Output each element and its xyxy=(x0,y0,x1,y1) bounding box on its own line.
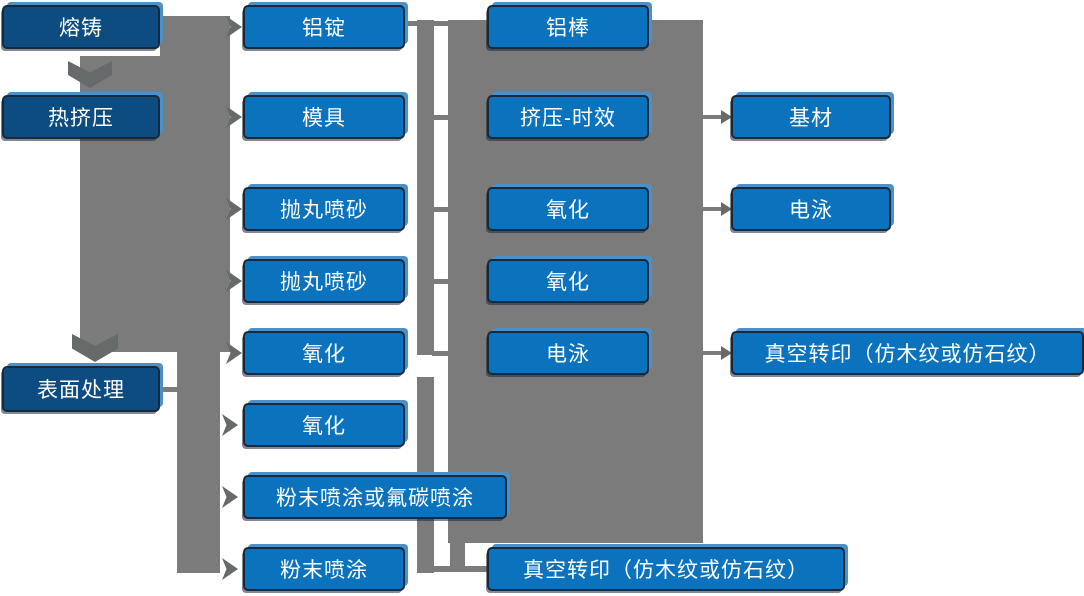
bottom-bar xyxy=(417,566,489,572)
arrow-to-electrophoresis-2 xyxy=(721,202,732,216)
flow-node-electrophoresis-2: 电泳 xyxy=(731,187,891,231)
left-band-top xyxy=(160,16,230,60)
flow-node-oxidation-2: 氧化 xyxy=(243,403,405,447)
arrow-to-base-material xyxy=(721,110,732,124)
arrow-to-powder-coating xyxy=(222,558,238,580)
flow-node-vacuum-transfer-print-bottom: 真空转印（仿木纹或仿石纹） xyxy=(487,547,845,591)
flow-node-vacuum-transfer-print-right: 真空转印（仿木纹或仿石纹） xyxy=(731,331,1084,375)
flow-node-powder-or-fluorocarbon-coating: 粉末喷涂或氟碳喷涂 xyxy=(243,475,507,519)
flow-node-surface-treatment: 表面处理 xyxy=(2,366,160,412)
flow-node-aluminum-ingot: 铝锭 xyxy=(243,5,405,49)
flow-node-electrophoresis-1: 电泳 xyxy=(487,331,649,375)
arrow-to-oxidation-2 xyxy=(222,414,238,436)
flow-node-hot-extrusion: 热挤压 xyxy=(2,95,160,139)
flow-node-melting-casting: 熔铸 xyxy=(2,5,160,49)
flow-node-oxidation-3: 氧化 xyxy=(487,187,649,231)
flow-node-aluminum-rod: 铝棒 xyxy=(487,5,649,49)
mid-stub-row4 xyxy=(432,279,450,284)
surface-treatment-stub xyxy=(158,387,179,392)
flow-node-mold: 模具 xyxy=(243,95,405,139)
flow-node-powder-coating: 粉末喷涂 xyxy=(243,547,405,591)
ingot-to-rack-stub xyxy=(405,21,450,26)
mid-stub-row2 xyxy=(432,115,450,120)
line-to-electrophoresis xyxy=(703,207,722,211)
flow-node-oxidation-4: 氧化 xyxy=(487,259,649,303)
mid-stub-row5 xyxy=(432,351,450,356)
left-band-lower xyxy=(177,352,220,573)
arrow-to-vacuum-print-right xyxy=(721,346,732,360)
flow-node-shot-blasting-2: 抛丸喷砂 xyxy=(243,259,405,303)
arrow-to-powder-or-fluorocarbon xyxy=(222,486,238,508)
rack-drop-strip xyxy=(450,530,465,572)
flow-node-base-material: 基材 xyxy=(731,95,891,139)
flow-node-extrusion-aging: 挤压-时效 xyxy=(487,95,649,139)
line-to-base-material xyxy=(703,115,722,119)
flow-node-oxidation-1: 氧化 xyxy=(243,331,405,375)
arrow-to-oxidation-1 xyxy=(226,342,242,364)
mid-stub-row3 xyxy=(432,207,450,212)
flow-node-shot-blasting-1: 抛丸喷砂 xyxy=(243,187,405,231)
line-to-vacuum-print xyxy=(703,351,722,355)
mid-band-upper xyxy=(417,20,434,355)
